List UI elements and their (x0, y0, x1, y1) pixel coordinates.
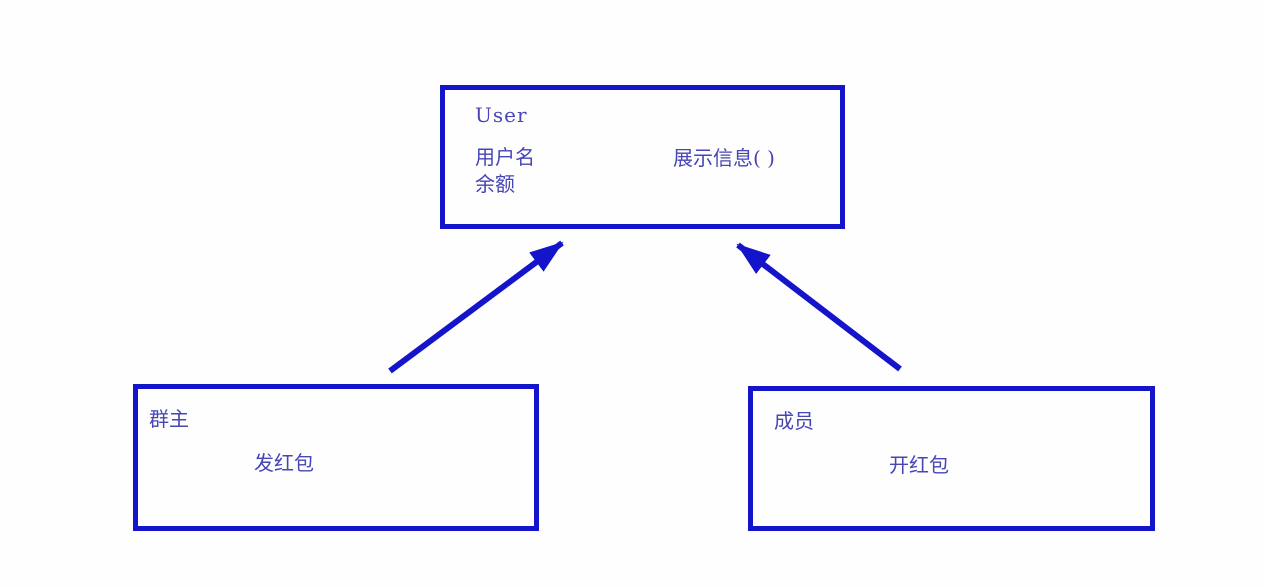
arrow-member-to-user (736, 242, 902, 372)
arrow-owner-to-user (388, 240, 564, 374)
user-attr-balance: 余额 (475, 172, 515, 196)
owner-method-send-packet: 发红包 (254, 451, 314, 475)
user-attr-username: 用户名 (475, 145, 535, 169)
user-method-show-info: 展示信息( ) (673, 146, 775, 170)
user-class-box: User 用户名 余额 展示信息( ) (440, 85, 845, 229)
member-class-box: 成员 开红包 (748, 386, 1155, 531)
member-class-title: 成员 (774, 409, 814, 433)
owner-class-box: 群主 发红包 (133, 384, 539, 531)
member-method-open-packet: 开红包 (889, 453, 949, 477)
user-class-title: User (475, 103, 528, 127)
owner-class-title: 群主 (149, 407, 189, 431)
